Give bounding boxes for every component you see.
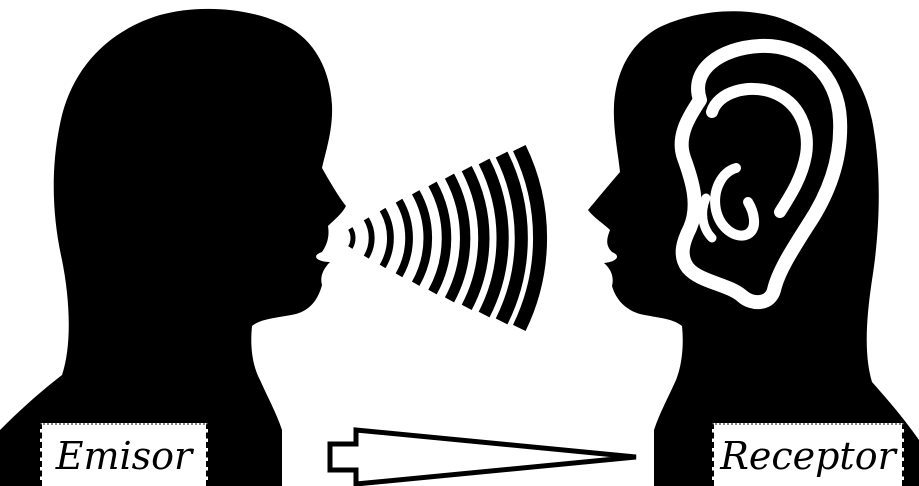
sound-wave-arc (350, 229, 353, 248)
speaking-head-silhouette-icon (0, 9, 346, 486)
direction-arrow-icon (330, 430, 636, 484)
sound-wave-arc (416, 192, 428, 284)
sender-label: Emisor (56, 434, 192, 478)
sound-wave-arc (366, 219, 371, 257)
receiver-label: Receptor (720, 434, 896, 478)
sound-waves-icon (350, 148, 540, 328)
sound-wave-arc (399, 201, 409, 276)
sound-wave-arc (450, 176, 466, 300)
receiver-label-box: Receptor (712, 423, 904, 486)
listening-head-silhouette-icon (588, 11, 919, 486)
sender-label-box: Emisor (40, 423, 208, 486)
sound-wave-arc (433, 184, 447, 292)
sound-wave-arc (383, 210, 391, 267)
